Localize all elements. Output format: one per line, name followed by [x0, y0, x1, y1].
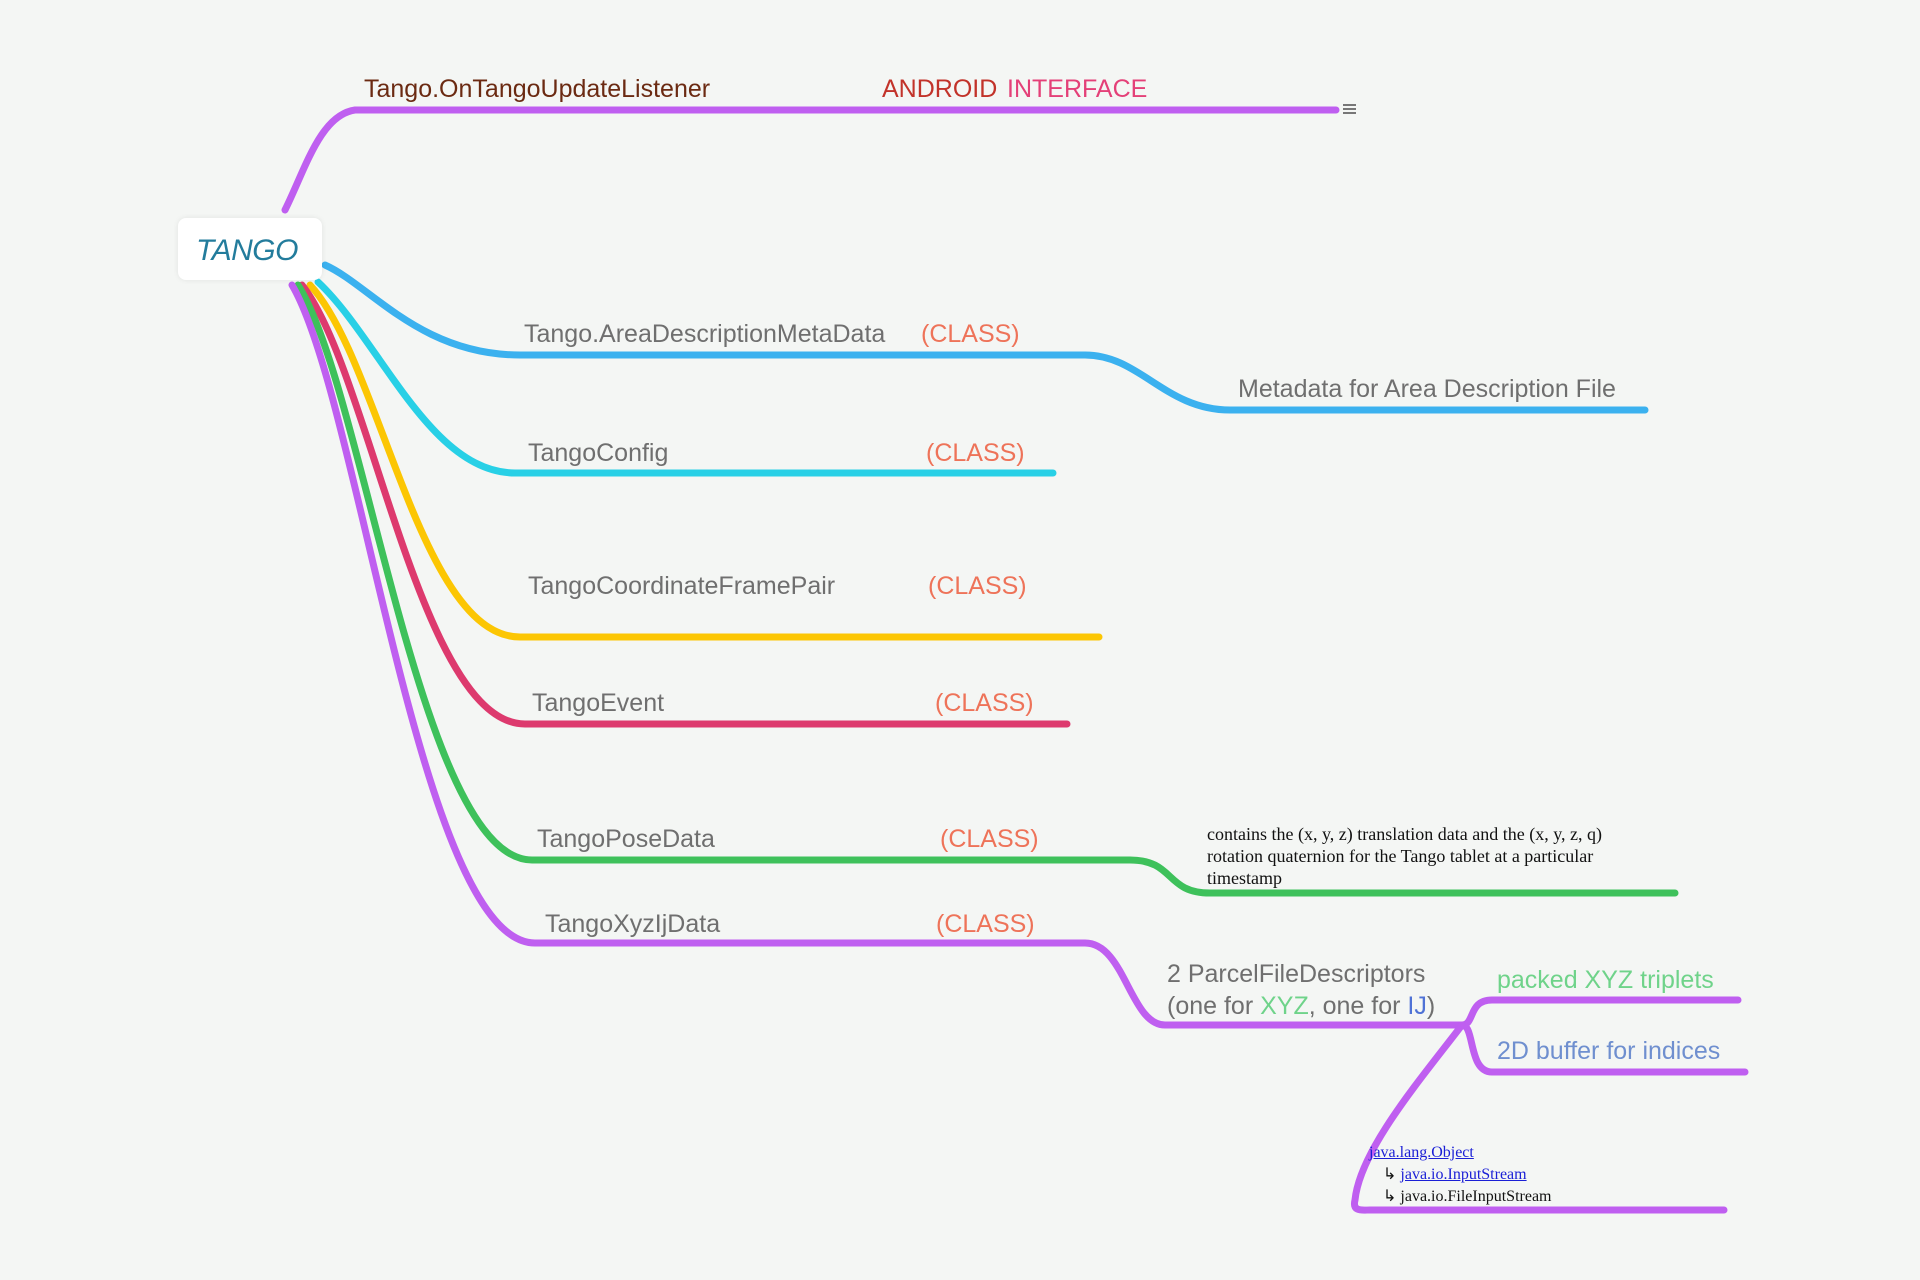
text-java-io-fileinputstream: java.io.FileInputStream	[1400, 1188, 1552, 1205]
tag-android: ANDROID	[882, 75, 998, 103]
parcel-text-3: )	[1426, 992, 1436, 1020]
pose-class-tag: (CLASS)	[940, 825, 1039, 853]
listener-label[interactable]: Tango.OnTangoUpdateListener	[364, 75, 711, 103]
branch-buffer	[1458, 1021, 1749, 1076]
parcel-text-2: , one for	[1308, 992, 1408, 1020]
pose-child-description[interactable]: contains the (x, y, z) translation data …	[1207, 823, 1602, 889]
parcel-line-1: 2 ParcelFileDescriptors	[1167, 960, 1426, 988]
buffer-indices-label[interactable]: 2D buffer for indices	[1497, 1037, 1721, 1065]
pose-label[interactable]: TangoPoseData	[537, 825, 715, 853]
config-label[interactable]: TangoConfig	[528, 439, 669, 467]
branch-frame	[306, 281, 1103, 641]
pose-desc-line-2: rotation quaternion for the Tango tablet…	[1207, 846, 1594, 866]
link-java-io-inputstream[interactable]: java.io.InputStream	[1400, 1166, 1527, 1183]
parcel-text-1: (one for	[1167, 992, 1261, 1020]
area-child-label[interactable]: Metadata for Area Description File	[1238, 375, 1616, 403]
event-label[interactable]: TangoEvent	[532, 689, 665, 717]
parcel-ij: IJ	[1407, 992, 1427, 1020]
area-label[interactable]: Tango.AreaDescriptionMetaData	[524, 320, 886, 348]
xyzij-label[interactable]: TangoXyzIjData	[545, 910, 721, 938]
frame-label[interactable]: TangoCoordinateFramePair	[528, 572, 836, 600]
parcel-xyz: XYZ	[1260, 992, 1309, 1020]
tag-interface: INTERFACE	[1007, 75, 1148, 103]
branch-config	[314, 278, 1057, 477]
packed-xyz-label[interactable]: packed XYZ triplets	[1497, 966, 1714, 994]
root-node[interactable]: TANGO	[178, 218, 322, 280]
arrow-icon: ↳	[1383, 1166, 1397, 1183]
branch-hierarchy	[1350, 1021, 1728, 1214]
config-class-tag: (CLASS)	[926, 439, 1025, 467]
root-label: TANGO	[196, 234, 298, 267]
arrow-icon: ↳	[1383, 1188, 1397, 1205]
branch-event	[298, 281, 1071, 728]
pose-desc-line-1: contains the (x, y, z) translation data …	[1207, 824, 1603, 844]
frame-class-tag: (CLASS)	[928, 572, 1027, 600]
parcel-line-2: (one for XYZ, one for IJ)	[1167, 994, 1435, 1019]
branch-xyzij	[288, 281, 1466, 1029]
branch-area	[321, 261, 1649, 414]
link-java-lang-object[interactable]: java.lang.Object	[1369, 1144, 1474, 1161]
pose-desc-line-3: timestamp	[1207, 868, 1282, 888]
xyzij-class-tag: (CLASS)	[936, 910, 1035, 938]
class-hierarchy: java.lang.Object ↳ java.io.InputStream ↳…	[1369, 1142, 1551, 1208]
area-class-tag: (CLASS)	[921, 320, 1020, 348]
note-icon[interactable]	[1343, 104, 1356, 116]
event-class-tag: (CLASS)	[935, 689, 1034, 717]
branch-listener	[281, 106, 1340, 214]
branch-pose	[294, 281, 1679, 897]
branch-packed	[1458, 996, 1742, 1029]
